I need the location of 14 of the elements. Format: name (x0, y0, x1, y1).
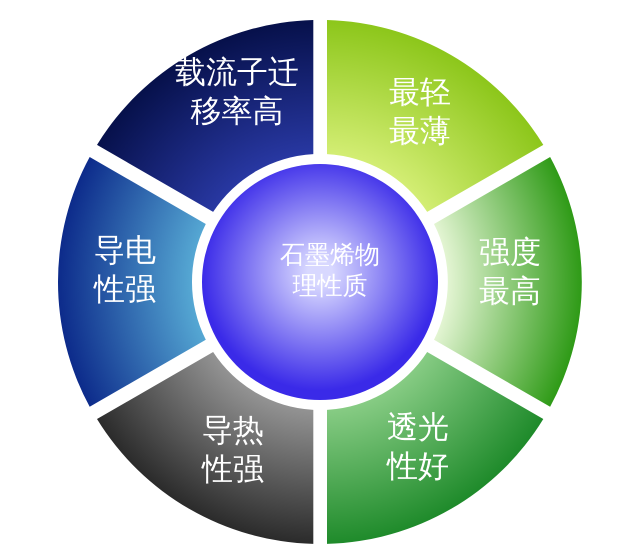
ring-segment (327, 352, 544, 544)
segment-label: 载流子迁移率高 (174, 53, 300, 131)
ring-segment (434, 157, 582, 407)
center-label: 石墨烯物理性质 (279, 238, 381, 302)
segment-label: 最轻最薄 (388, 73, 452, 151)
segment-label: 导热性强 (200, 411, 265, 489)
ring-segment (58, 157, 206, 407)
center-circle (202, 164, 438, 400)
ring-segment (96, 352, 313, 544)
ring-segment (96, 20, 313, 212)
segment-label: 导电性强 (92, 231, 157, 309)
segment-label: 强度最高 (478, 233, 542, 311)
ring-segment (327, 20, 544, 212)
segment-label: 透光性好 (385, 408, 450, 486)
